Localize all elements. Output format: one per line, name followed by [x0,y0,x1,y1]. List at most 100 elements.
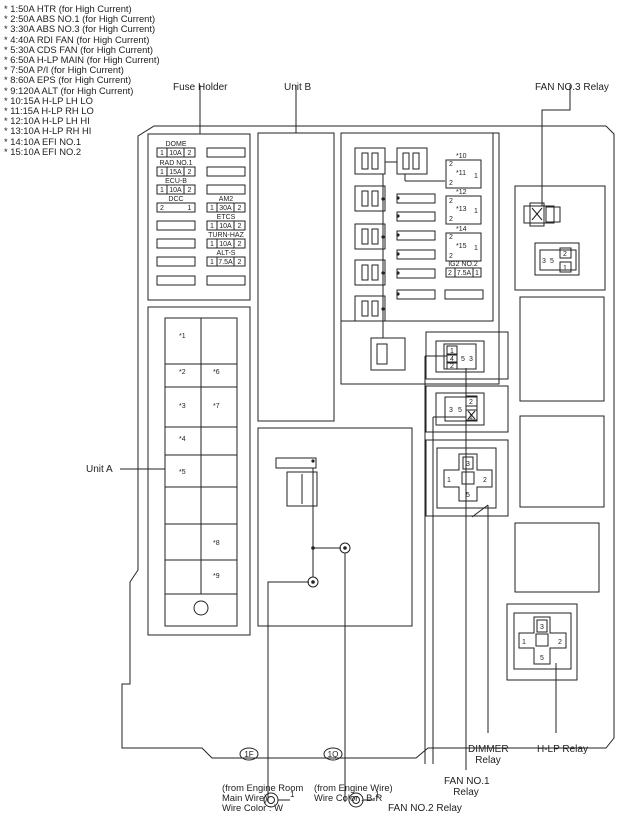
fuse-name-dome: DOME [166,141,187,148]
relay-pin: 1 [450,348,454,355]
unit-b-block [257,132,335,422]
fuse-block-divider [340,132,494,322]
fan3-relay-area [514,185,606,291]
fuse-rating: 10A [219,241,232,248]
relay-pin: 2 [563,251,567,258]
wire-1f-line: Wire Color : W [222,802,283,813]
relay-pin: 5 [550,258,554,265]
wire-1q-line: (from Engine Wire) [314,782,393,793]
unit-a-label: Unit A [86,464,113,475]
fuse-name-alts: ALT-S [217,250,236,257]
fuse-pin: 2 [449,180,453,187]
wire-1q-line: Wire Color : B-R [314,792,383,803]
fuse-pin: 2 [238,205,242,212]
fuse-pin: 1 [160,150,164,157]
unit-a-block [147,306,251,636]
fuse-pin: 2 [188,169,192,176]
fuse-pin: 1 [474,208,478,215]
fuse-pin: 2 [449,198,453,205]
connector-1q-label: 1Q [328,750,339,759]
fuse-pin: 1 [474,173,478,180]
fuse-pin: 2 [449,216,453,223]
legend-item: * 3:30A ABS NO.3 (for High Current) [4,23,156,35]
relay-pin: 1 [522,639,526,646]
relay-pin: 2 [450,363,454,370]
relay-pin: 5 [540,655,544,662]
fuse-pin: 2 [449,234,453,241]
relay-pin: 5 [466,492,470,499]
legend-item: * 15:10A EFI NO.2 [4,145,82,157]
fuse-rating: 30A [219,205,232,212]
connector-1f-marker [239,747,259,761]
fan2-relay-socket [425,385,509,433]
fan1-relay-line: Relay [453,787,479,798]
fuse-pin: 2 [449,253,453,260]
relay-pin: 3 [449,407,453,414]
fuse-pin: 1 [188,205,192,212]
fuse-legend: * 1:50A HTR (for High Current) * 2:50A A… [4,3,160,157]
fuse-pin: 2 [448,270,452,277]
relay-pin: 1 [563,265,567,272]
fuse-pin: 2 [238,223,242,230]
legend-item: * 13:10A H-LP RH HI [4,125,92,137]
unit-a-cell: *4 [179,436,186,443]
legend-item: * 14:10A EFI NO.1 [4,135,82,147]
spare-socket [519,415,605,508]
relay-pin: 3 [540,624,544,631]
fuse-label: *13 [456,206,467,213]
legend-item: * 10:15A H-LP LH LO [4,94,93,106]
fuse-pin: 1 [210,223,214,230]
fuse-holder-block [147,133,251,301]
relay-box-outline [121,125,615,759]
legend-item: * 5:30A CDS FAN (for High Current) [4,43,154,55]
unit-a-cell: *9 [213,573,220,580]
relay-pin: 2 [558,639,562,646]
fuse-rating: 7.5A [218,259,233,266]
fuse-pin: 1 [210,205,214,212]
fuse-holder-label: Fuse Holder [173,82,228,93]
junction-block [257,427,413,627]
fuse-name-dcc: DCC [168,196,183,203]
fuse-label: *12 [456,189,467,196]
spare-socket [514,522,600,593]
dimmer-relay-line: DIMMER [468,744,509,755]
fuse-pin: 2 [188,150,192,157]
unit-b-label: Unit B [284,82,312,93]
unit-a-cell: *5 [179,469,186,476]
fuse-label: *10 [456,153,467,160]
fuse-pin: 1 [210,241,214,248]
legend-item: * 11:15A H-LP RH LO [4,105,94,117]
legend-item: * 9:120A ALT (for High Current) [4,84,134,96]
fuse-pin: 1 [475,270,479,277]
hlp-relay-socket [506,603,578,681]
relay-pin: 3 [466,461,470,468]
fuse-pin: 2 [160,205,164,212]
fuse-pin: 1 [160,187,164,194]
unit-a-cell: *8 [213,540,220,547]
fuse-rating: 10A [169,150,182,157]
fuse-rating: 10A [219,223,232,230]
relay-pin: 3 [469,356,473,363]
fuse-pin: 2 [238,259,242,266]
dimmer-relay-label: DIMMER Relay [468,744,509,766]
terminal-pin: 1 [375,790,380,799]
unit-a-cell: *2 [179,369,186,376]
relay-pin: 1 [447,477,451,484]
fuse-rating: 10A [169,187,182,194]
fuse-name-am2: AM2 [219,196,234,203]
legend-item: * 2:50A ABS NO.1 (for High Current) [4,13,156,25]
fuse-pin: 1 [210,259,214,266]
relay-pin: 2 [483,477,487,484]
fuse-pin: 2 [449,161,453,168]
fuse-name-etcs: ETCS [217,214,236,221]
fuse-name-ecub: ECU-B [165,178,187,185]
legend-item: * 7:50A P/I (for High Current) [4,64,124,76]
unit-a-cell: *7 [213,403,220,410]
relay-pin: 4 [450,356,454,363]
relay-pin: 5 [461,356,465,363]
wire-1f-line: (from Engine Room [222,782,304,793]
spare-socket [519,296,605,402]
fuse-rating: 15A [169,169,182,176]
wire-1q-note: (from Engine Wire) Wire Color : B-R [314,783,393,803]
